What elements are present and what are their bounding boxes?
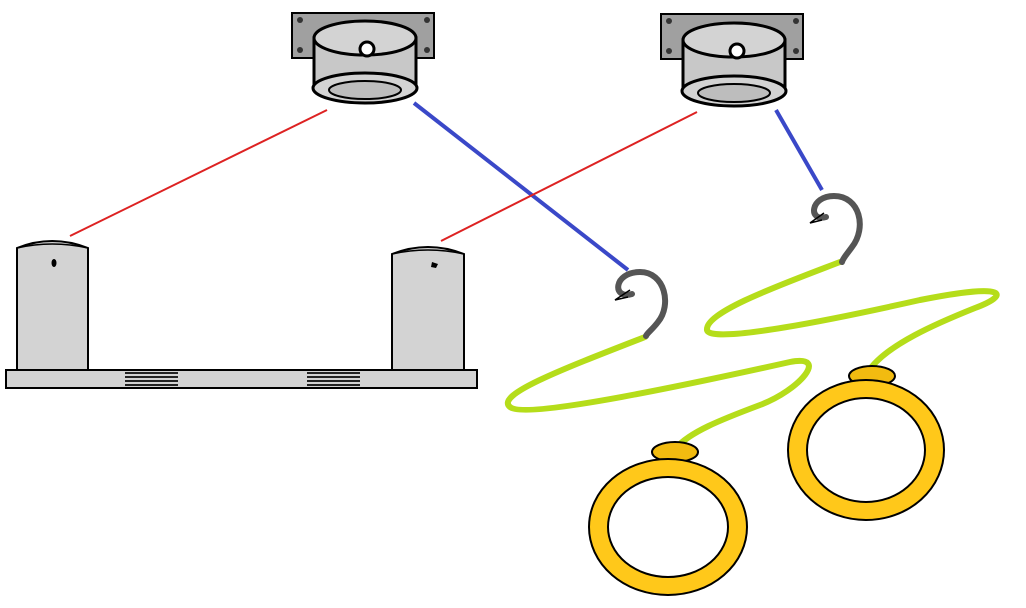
right-blue-cable	[774, 109, 824, 191]
right-pulley-bolt-icon	[728, 42, 746, 60]
left-ceiling-pulley	[291, 12, 435, 105]
left-gymnastic-ring	[588, 441, 748, 596]
left-red-cable	[69, 109, 328, 237]
right-ceiling-pulley	[660, 13, 804, 108]
cables	[69, 101, 824, 272]
right-cable-hook	[809, 192, 863, 265]
base-slot-right	[307, 372, 360, 386]
weight-stack-base	[5, 240, 478, 389]
right-post-pin-icon	[431, 262, 438, 268]
left-cable-hook	[614, 268, 669, 339]
left-blue-cable	[412, 101, 630, 272]
left-post-pin-icon	[51, 259, 57, 267]
left-green-cord	[504, 334, 812, 451]
right-green-cord	[704, 259, 1000, 375]
base-plate	[5, 369, 478, 389]
right-gymnastic-ring	[787, 365, 945, 521]
base-slot-left	[125, 372, 178, 386]
right-red-cable	[440, 111, 698, 242]
right-weight-post	[391, 246, 465, 371]
left-weight-post	[16, 240, 89, 371]
left-pulley-bolt-icon	[358, 40, 376, 58]
cords	[504, 259, 1000, 451]
